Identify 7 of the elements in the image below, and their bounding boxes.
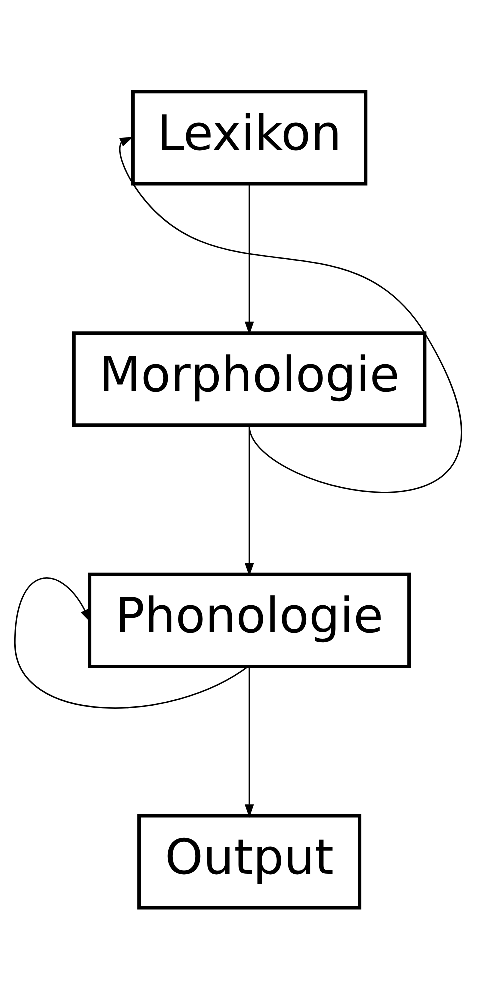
arrow	[119, 137, 462, 493]
node-box: Morphologie	[72, 332, 427, 428]
node-box: Phonologie	[88, 572, 412, 668]
arrow	[244, 426, 254, 576]
node-box: Lexikon	[131, 90, 368, 186]
arrow	[244, 667, 254, 818]
node-box: Output	[138, 814, 362, 910]
